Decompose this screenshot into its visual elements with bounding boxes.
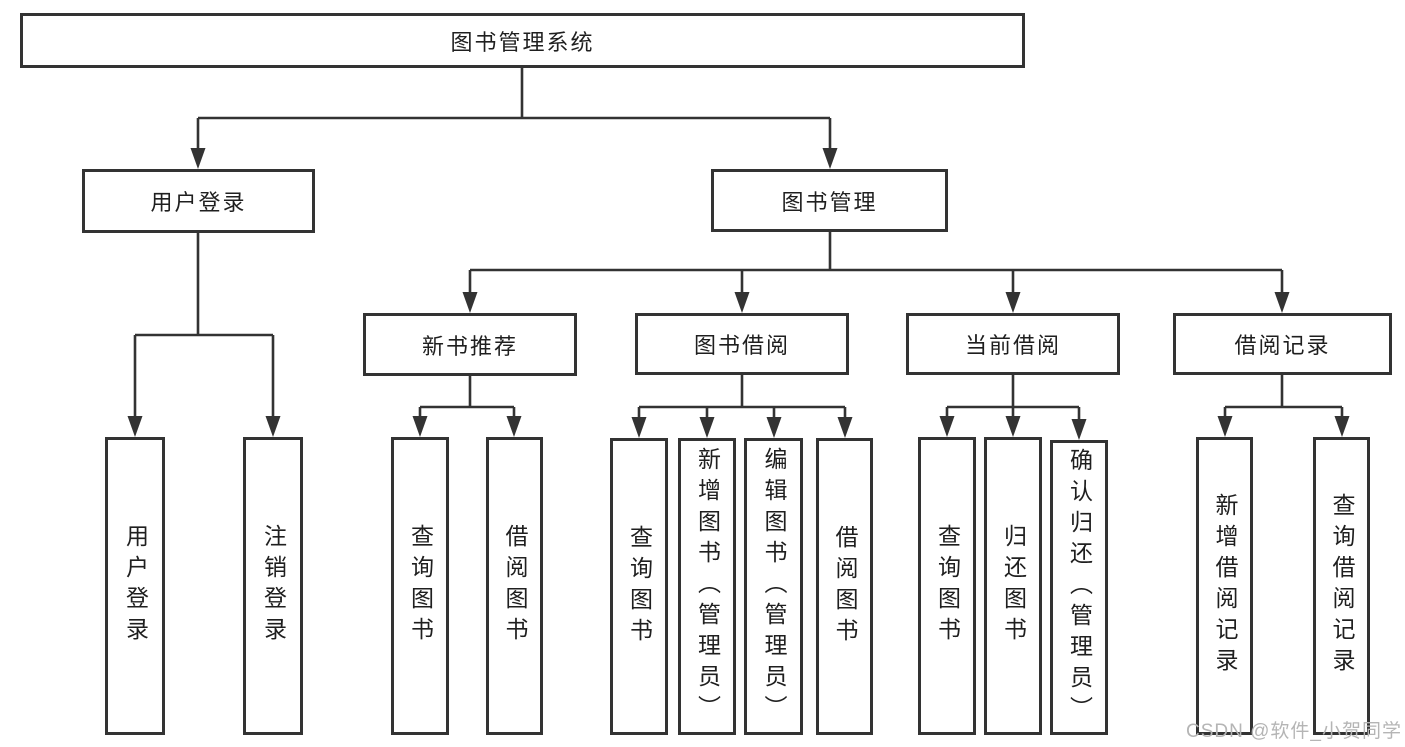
leaf-user-login: 用户登录 [105,437,165,735]
node-new-book-recommend-label: 新书推荐 [421,333,518,359]
node-borrow-records-label: 借阅记录 [1234,333,1331,358]
leaf-query-books-borrow-label: 查询图书 [626,524,653,649]
leaf-add-book-admin: 新增图书（管理员） [678,438,736,735]
leaf-edit-book-admin-label: 编辑图书（管理员） [761,447,787,726]
leaf-add-borrow-record-label: 新增借阅记录 [1212,493,1238,679]
leaf-edit-book-admin: 编辑图书（管理员） [744,438,803,735]
leaf-confirm-return-admin-label: 确认归还（管理员） [1066,448,1093,727]
leaf-borrow-books-borrow: 借阅图书 [816,438,873,735]
leaf-return-book: 归还图书 [984,437,1042,735]
leaf-add-borrow-record: 新增借阅记录 [1196,437,1253,735]
leaf-borrow-books-borrow-label: 借阅图书 [832,524,858,649]
leaf-borrow-books-recommend-label: 借阅图书 [502,524,528,648]
leaf-query-books-recommend-label: 查询图书 [407,524,434,648]
leaf-query-borrow-record-label: 查询借阅记录 [1329,493,1355,679]
leaf-query-books-borrow: 查询图书 [610,438,668,735]
node-borrow-records: 借阅记录 [1173,313,1392,375]
node-current-borrow-label: 当前借阅 [964,333,1061,358]
leaf-confirm-return-admin: 确认归还（管理员） [1050,440,1108,735]
leaf-query-books-recommend: 查询图书 [391,437,449,735]
leaf-add-book-admin-label: 新增图书（管理员） [694,447,721,726]
node-book-borrow: 图书借阅 [635,313,849,375]
leaf-logout: 注销登录 [243,437,303,735]
csdn-watermark: CSDN @软件_小贺同学 [1186,721,1402,742]
node-user-login-label: 用户登录 [150,190,247,215]
node-library-system: 图书管理系统 [20,13,1025,68]
node-library-system-label: 图书管理系统 [450,29,595,55]
node-book-management-label: 图书管理 [781,189,878,215]
leaf-borrow-books-recommend: 借阅图书 [486,437,543,735]
node-user-login: 用户登录 [82,169,315,233]
leaf-logout-label: 注销登录 [260,524,287,648]
node-book-management: 图书管理 [711,169,948,232]
leaf-query-borrow-record: 查询借阅记录 [1313,437,1370,735]
node-new-book-recommend: 新书推荐 [363,313,577,376]
leaf-user-login-label: 用户登录 [122,524,149,648]
leaf-query-books-current: 查询图书 [918,437,976,735]
node-book-borrow-label: 图书借阅 [693,333,790,358]
leaf-query-books-current-label: 查询图书 [934,524,961,648]
leaf-return-book-label: 归还图书 [1000,524,1027,648]
node-current-borrow: 当前借阅 [906,313,1120,375]
